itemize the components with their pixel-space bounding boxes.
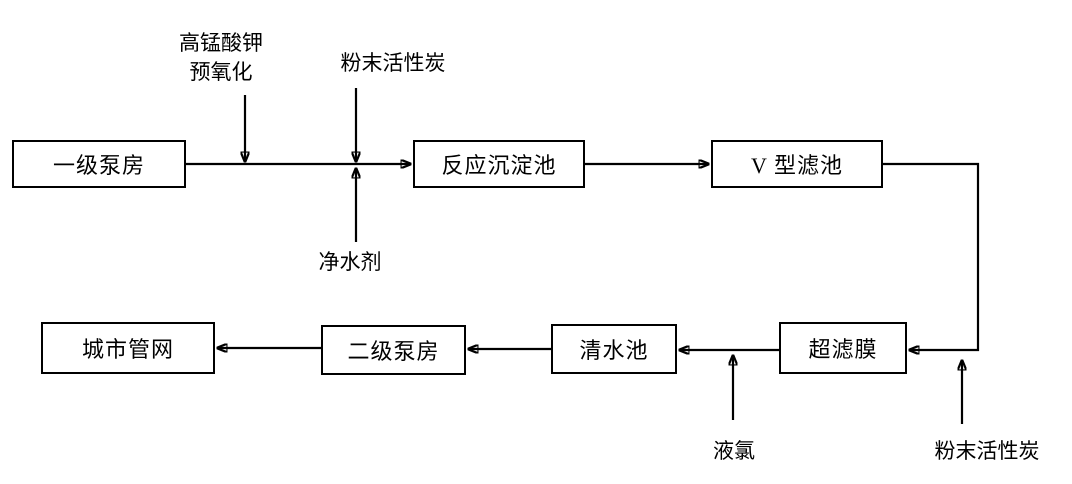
node-label: V 型滤池 <box>751 153 843 178</box>
label-line-1: 高锰酸钾 <box>179 31 263 55</box>
node-label: 一级泵房 <box>52 153 145 178</box>
node-clear-water-tank[interactable]: 清水池 <box>551 324 677 374</box>
node-secondary-pump-house[interactable]: 二级泵房 <box>321 325 466 375</box>
node-label: 二级泵房 <box>347 339 440 364</box>
node-reaction-sedimentation-tank[interactable]: 反应沉淀池 <box>413 140 585 188</box>
label-potassium-permanganate-preoxidation: 高锰酸钾 预氧化 <box>163 29 279 87</box>
node-label: 反应沉淀池 <box>441 153 557 178</box>
label-water-purifying-agent: 净水剂 <box>318 250 382 274</box>
node-primary-pump-house[interactable]: 一级泵房 <box>12 140 186 188</box>
label-powdered-activated-carbon-top: 粉末活性炭 <box>340 51 446 75</box>
label-powdered-activated-carbon-bottom: 粉末活性炭 <box>934 439 1040 463</box>
node-label: 清水池 <box>579 338 649 363</box>
node-label: 城市管网 <box>81 337 174 362</box>
label-liquid-chlorine: 液氯 <box>713 439 755 463</box>
node-city-pipe-network[interactable]: 城市管网 <box>41 322 215 374</box>
node-v-type-filter[interactable]: V 型滤池 <box>711 140 883 188</box>
label-line-2: 预氧化 <box>189 60 253 84</box>
node-label: 超滤膜 <box>808 337 878 362</box>
node-ultrafiltration-membrane[interactable]: 超滤膜 <box>779 322 907 374</box>
